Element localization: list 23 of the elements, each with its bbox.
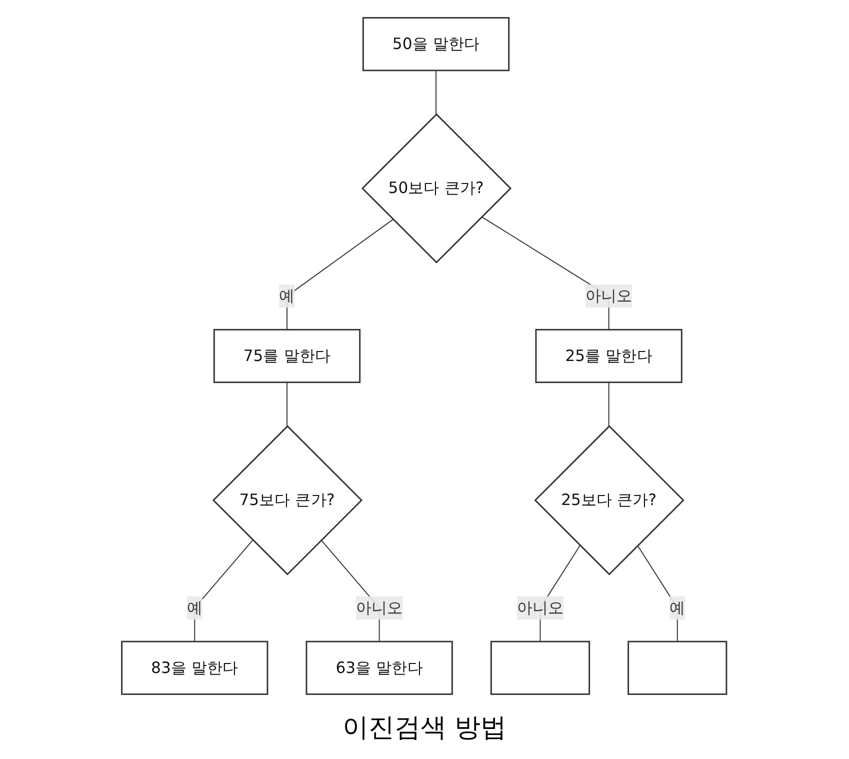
connector [286,218,394,330]
node-box: 63을 말한다 [306,640,454,695]
node-box: 50을 말한다 [362,17,510,72]
connector [286,382,288,427]
edge-label: 예 [670,598,686,617]
edge-label: 아니오 [586,286,633,305]
connector [436,70,437,115]
edge-label: 예 [280,286,296,305]
node-box: 75를 말한다 [214,328,361,384]
node-box: 25를 말한다 [536,328,683,384]
node-diamond: 25보다 큰가? [534,425,685,576]
node-box: 83을 말한다 [121,640,269,695]
connector [194,540,254,642]
edge-label: 예 [187,598,203,617]
edge-label: 아니오 [356,598,404,617]
edge-label: 아니오 [517,598,564,617]
caption: 이진검색 방법 [342,712,507,745]
connector [608,382,610,427]
node-diamond: 75보다 큰가? [212,425,363,576]
node-diamond: 50보다 큰가? [362,113,512,264]
connector [638,545,678,642]
node-box [490,640,590,695]
node-box [628,640,728,695]
